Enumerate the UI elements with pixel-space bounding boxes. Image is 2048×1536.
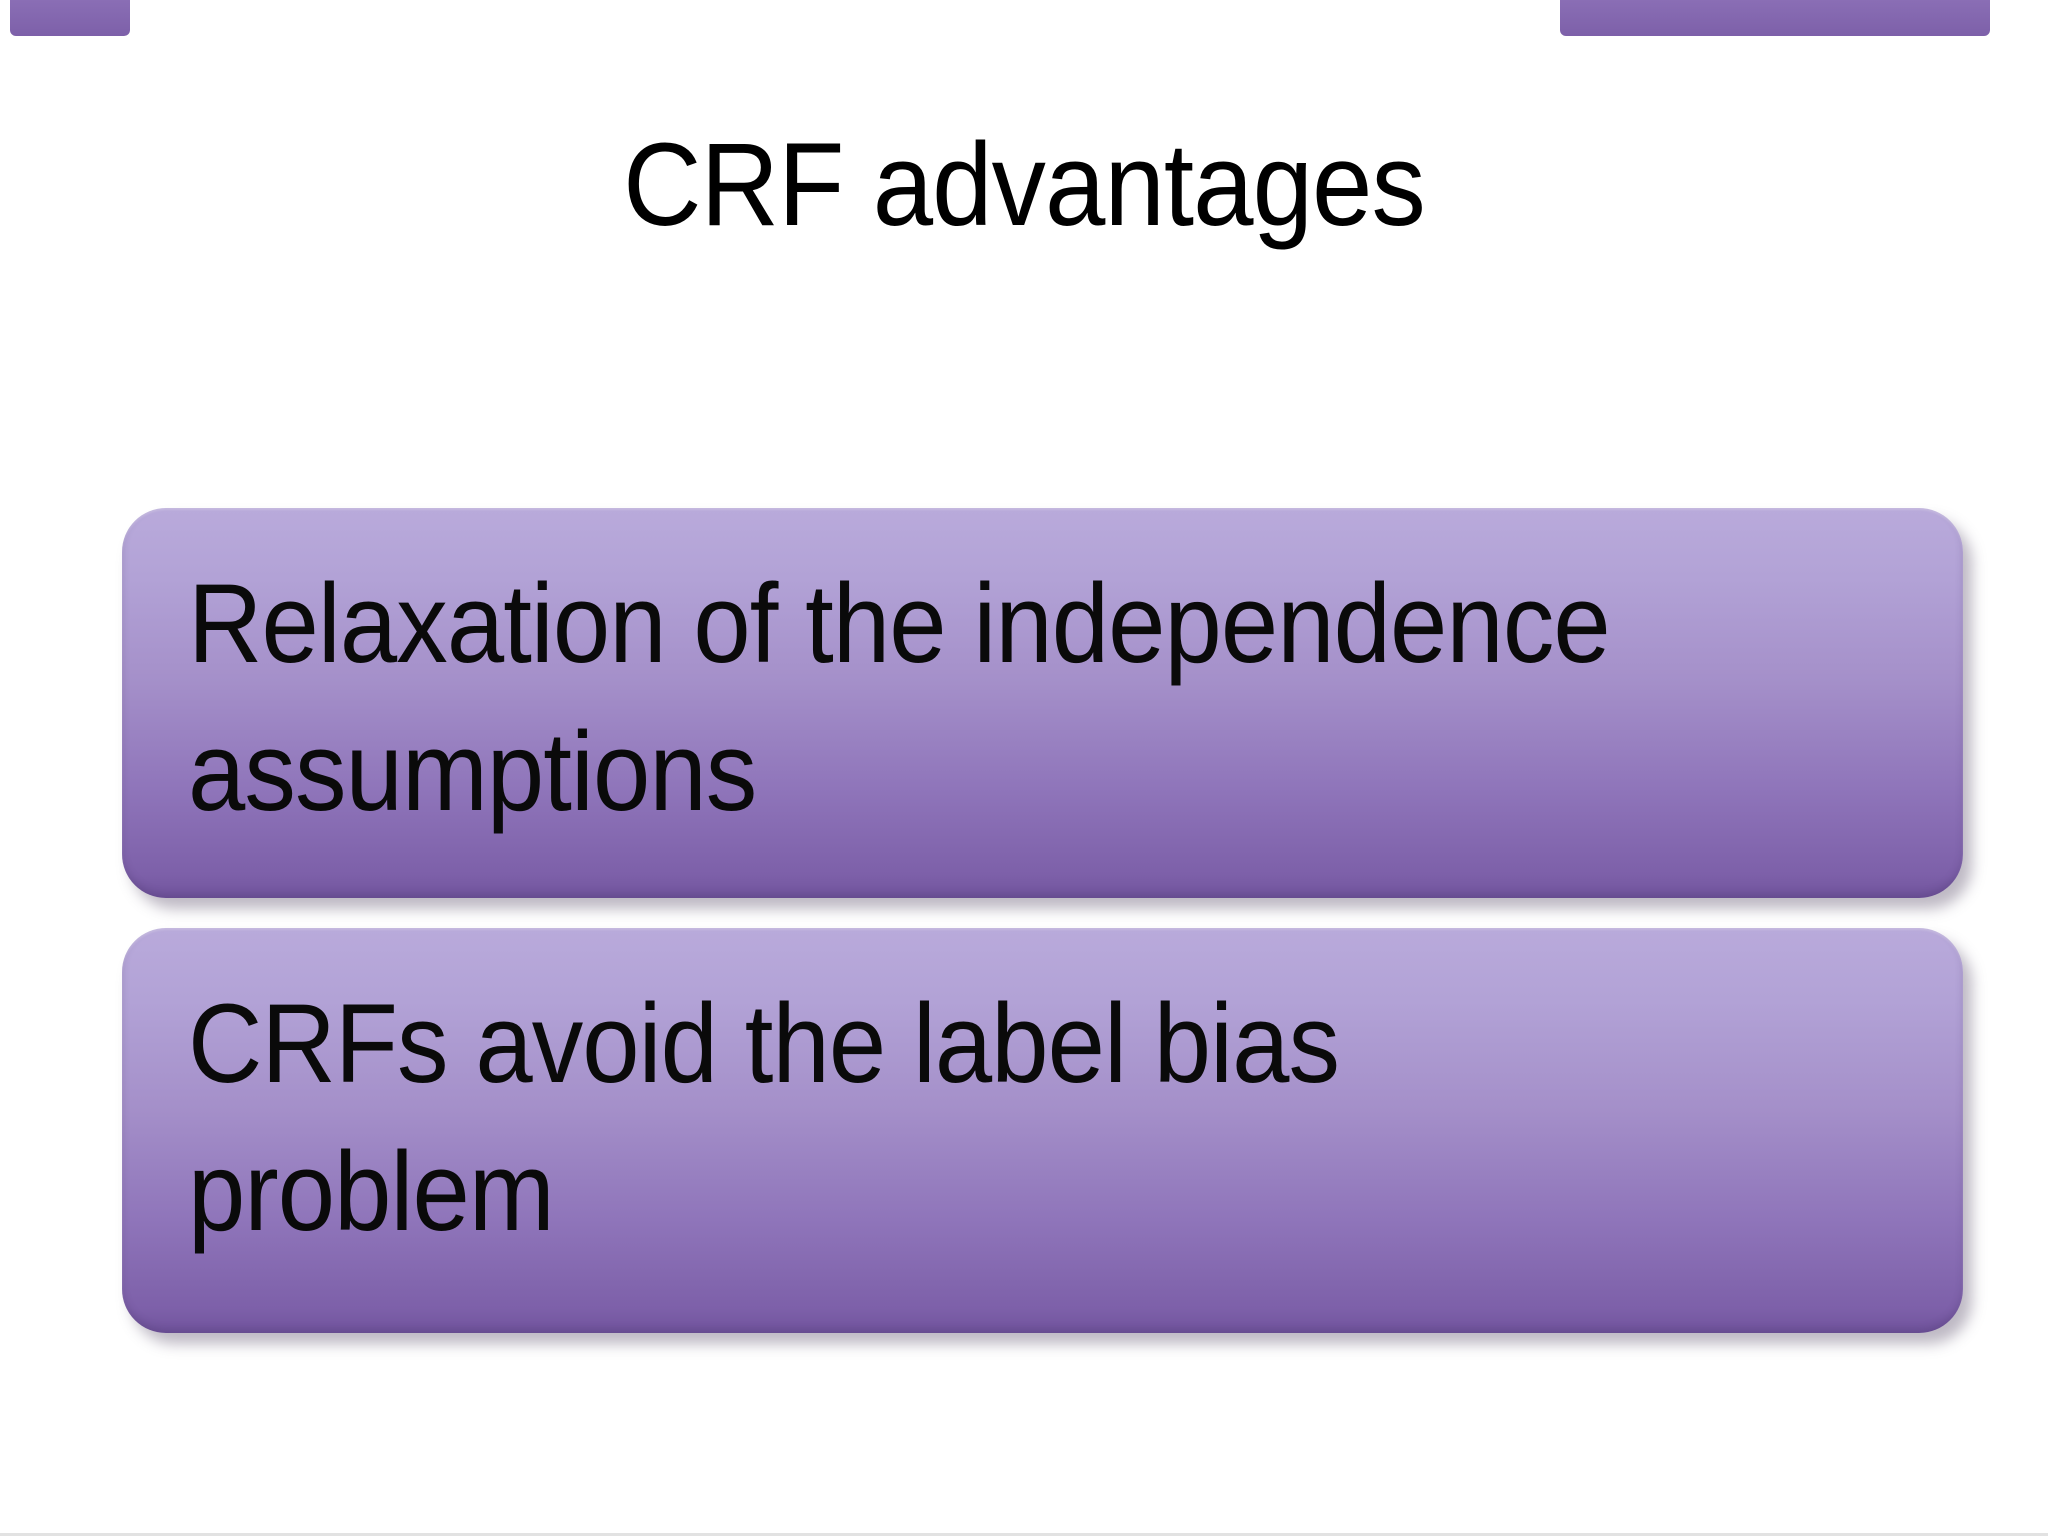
cropped-purple-box-top-right [1560, 0, 1990, 36]
content-box-label-bias-problem: CRFs avoid the label bias problem [122, 928, 1963, 1333]
content-box-independence-assumptions: Relaxation of the independence assumptio… [122, 508, 1963, 898]
cropped-purple-box-top-left [10, 0, 130, 36]
box-text-line: CRFs avoid the label bias [188, 981, 1340, 1106]
slide-bottom-border [0, 1533, 2048, 1536]
content-box-text: CRFs avoid the label bias problem [188, 970, 1340, 1266]
content-box-text: Relaxation of the independence assumptio… [188, 550, 1611, 846]
box-text-line: problem [188, 1129, 555, 1254]
box-text-line: Relaxation of the independence [188, 561, 1611, 686]
slide-title: CRF advantages [623, 119, 1426, 251]
box-text-line: assumptions [188, 709, 757, 834]
